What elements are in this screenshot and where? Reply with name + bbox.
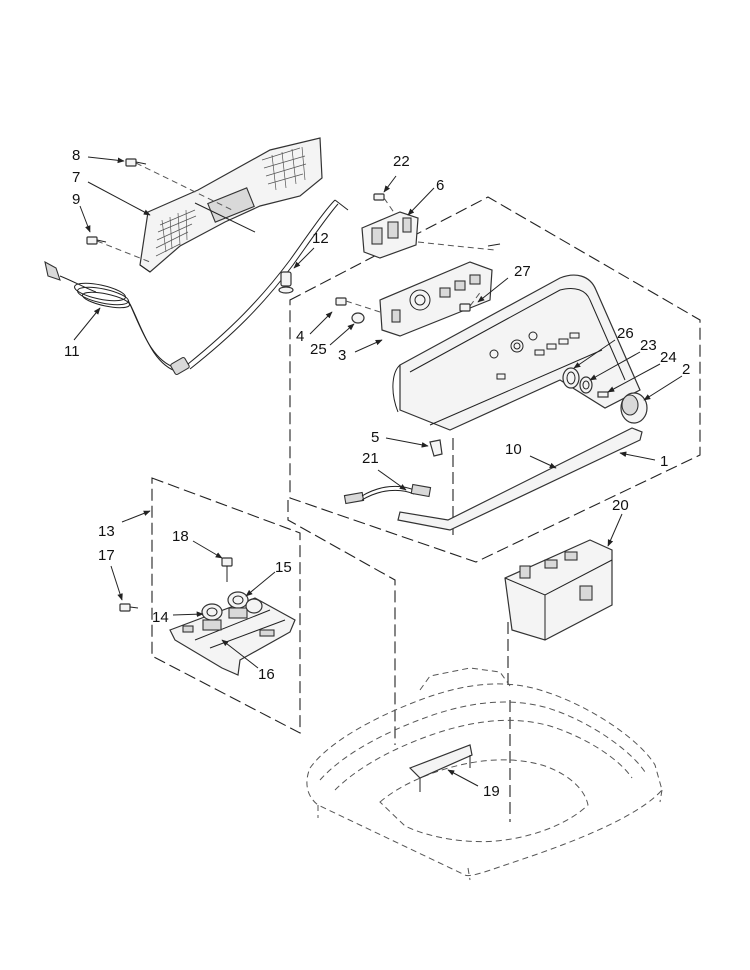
harness-pin bbox=[487, 243, 501, 247]
water-valve-15 bbox=[227, 591, 263, 619]
callout-12: 12 bbox=[312, 230, 329, 247]
callout-1: 1 bbox=[660, 453, 668, 470]
callout-15: 15 bbox=[275, 559, 292, 576]
callout-labels: 1 2 3 4 5 6 7 8 9 10 11 12 13 14 15 16 1… bbox=[64, 147, 690, 800]
screw-guide-line bbox=[345, 300, 381, 313]
screw-guide-line bbox=[469, 289, 483, 307]
callout-13: 13 bbox=[98, 523, 115, 540]
callout-5: 5 bbox=[371, 429, 379, 446]
callout-16: 16 bbox=[258, 666, 275, 683]
knob-bearing-26 bbox=[562, 367, 580, 389]
callout-2: 2 bbox=[682, 361, 690, 378]
user-interface-board bbox=[379, 261, 493, 337]
water-valve-bracket bbox=[169, 597, 296, 676]
console-assembly-boundary bbox=[289, 196, 701, 563]
washer-top bbox=[306, 667, 663, 881]
knob-spring-24 bbox=[597, 391, 609, 398]
rear-control-panel bbox=[139, 137, 323, 273]
callout-19: 19 bbox=[483, 783, 500, 800]
callout-23: 23 bbox=[640, 337, 657, 354]
wire-10 bbox=[397, 427, 643, 531]
callout-3: 3 bbox=[338, 347, 346, 364]
water-valve-14 bbox=[201, 603, 223, 631]
callout-25: 25 bbox=[310, 341, 327, 358]
callout-26: 26 bbox=[617, 325, 634, 342]
callout-27: 27 bbox=[514, 263, 531, 280]
screw-18 bbox=[221, 557, 233, 582]
screw-17 bbox=[119, 603, 139, 612]
callout-7: 7 bbox=[72, 169, 80, 186]
callout-14: 14 bbox=[152, 609, 169, 626]
screw-27 bbox=[459, 303, 471, 312]
harness-guide bbox=[417, 241, 496, 251]
callout-11: 11 bbox=[64, 343, 80, 360]
spring-25 bbox=[351, 312, 365, 324]
screw-guide-line bbox=[383, 197, 396, 215]
assembly-guide-line bbox=[287, 500, 396, 745]
callout-9: 9 bbox=[72, 191, 80, 208]
console bbox=[392, 274, 641, 431]
callout-17: 17 bbox=[98, 547, 115, 564]
callout-10: 10 bbox=[505, 441, 522, 458]
screw-9 bbox=[86, 236, 107, 245]
valve-assembly-boundary bbox=[151, 477, 301, 734]
ground-screw bbox=[278, 271, 294, 294]
leader-lines bbox=[73, 156, 683, 787]
wire-harness-21 bbox=[343, 483, 432, 505]
control-knob-2 bbox=[620, 392, 648, 424]
callout-8: 8 bbox=[72, 147, 80, 164]
dispenser-20 bbox=[504, 539, 613, 641]
screw-guide-line bbox=[135, 162, 233, 211]
control-board bbox=[361, 193, 419, 259]
callout-18: 18 bbox=[172, 528, 189, 545]
callout-24: 24 bbox=[660, 349, 677, 366]
callout-4: 4 bbox=[296, 328, 304, 345]
knob-clip-23 bbox=[579, 376, 593, 394]
callout-20: 20 bbox=[612, 497, 629, 514]
clip-5 bbox=[429, 439, 443, 457]
callout-6: 6 bbox=[436, 177, 444, 194]
screw-8 bbox=[125, 158, 147, 167]
callout-21: 21 bbox=[362, 450, 379, 467]
callout-22: 22 bbox=[393, 153, 410, 170]
screw-4 bbox=[335, 297, 347, 306]
